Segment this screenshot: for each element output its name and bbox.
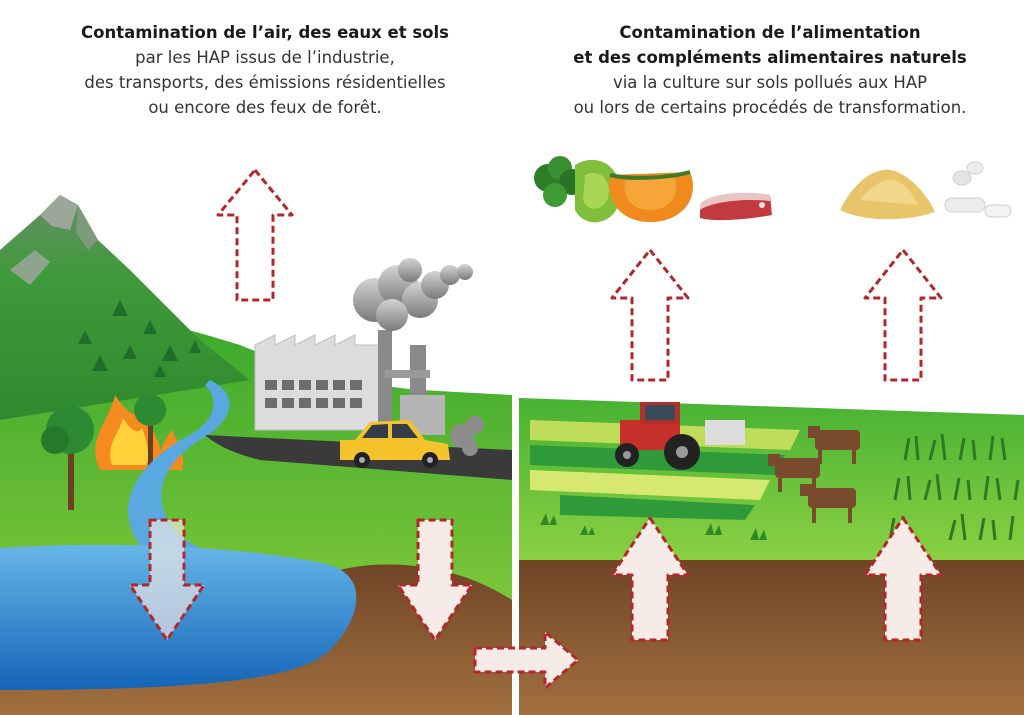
vegetables-icon [534, 156, 694, 223]
tractor-icon [615, 402, 745, 470]
arrow-down-water [128, 518, 206, 642]
left-line-2: des transports, des émissions résidentie… [84, 73, 446, 92]
right-caption: Contamination de l’alimentation et des c… [520, 20, 1020, 120]
cow-icon [768, 426, 860, 523]
left-caption: Contamination de l’air, des eaux et sols… [30, 20, 500, 120]
right-soil [519, 555, 1024, 715]
arrow-up-wheat [863, 516, 943, 642]
factory-icon [254, 330, 445, 435]
right-title-1: Contamination de l’alimentation [619, 23, 921, 42]
right-line-2: ou lors de certains procédés de transfor… [573, 98, 967, 117]
right-line-1: via la culture sur sols pollués aux HAP [612, 73, 928, 92]
powder-icon [840, 169, 935, 220]
right-title-2: et des compléments alimentaires naturels [573, 48, 967, 67]
wheat-icon [888, 433, 1020, 541]
left-line-3: ou encore des feux de forêt. [148, 98, 382, 117]
left-panel-scene [0, 195, 520, 715]
exhaust-smoke [450, 416, 484, 456]
arrow-up-air [216, 168, 294, 302]
forest-fire-icon [41, 394, 184, 510]
arrow-soil-transfer [473, 630, 580, 690]
capsule-icon [944, 161, 1012, 218]
left-line-1: par les HAP issus de l’industrie, [135, 48, 395, 67]
left-title: Contamination de l’air, des eaux et sols [81, 23, 449, 42]
grass-tufts [540, 513, 767, 540]
arrows [128, 168, 943, 690]
meat-icon [700, 193, 772, 221]
car-icon [340, 420, 450, 468]
pine-trees [78, 300, 201, 377]
right-panel-scene [519, 156, 1024, 715]
smoke-icon [353, 258, 473, 331]
panel-divider [512, 395, 519, 715]
mountain-icon [0, 195, 250, 420]
arrow-up-supplements [863, 248, 943, 382]
arrow-up-vegetables [610, 248, 690, 382]
arrow-up-crops [610, 516, 690, 642]
arrow-down-soil [396, 518, 474, 642]
